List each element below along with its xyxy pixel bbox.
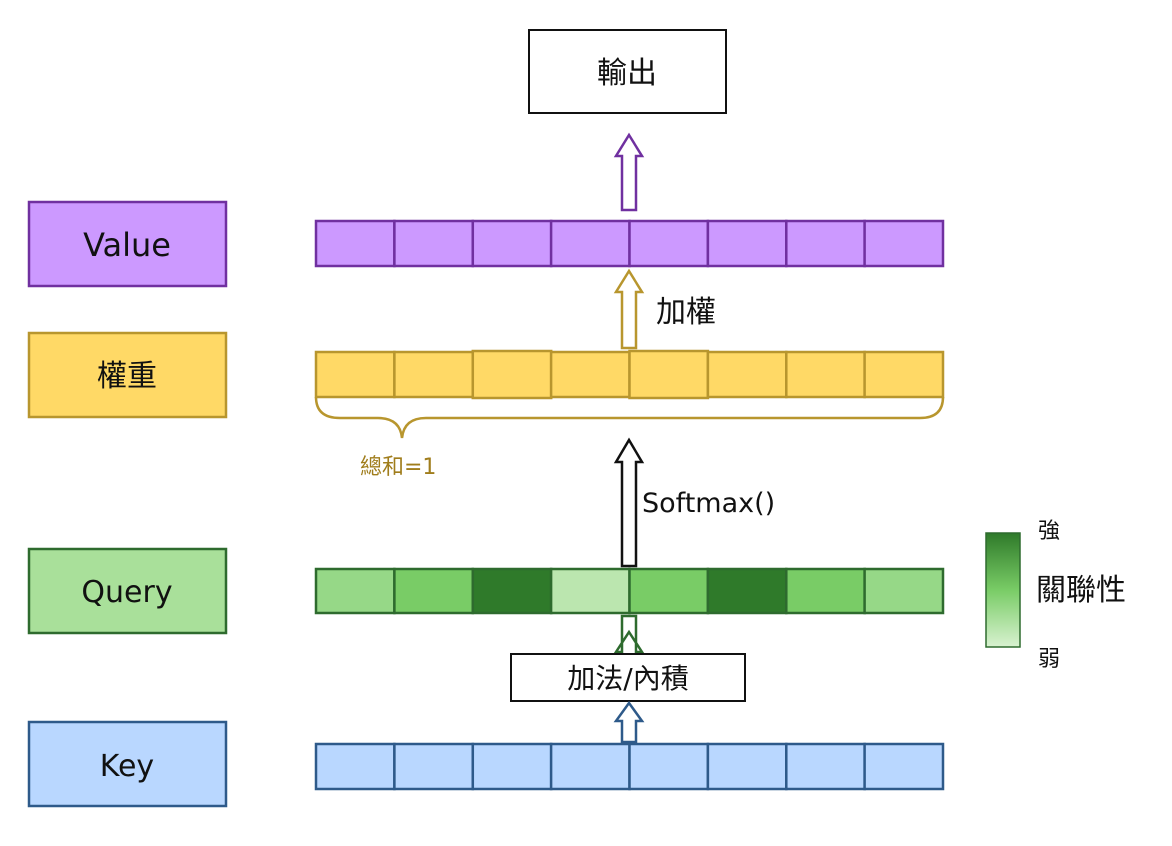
key-cell (393, 742, 475, 791)
output-label: 輸出 (597, 56, 657, 91)
value-label: Value (83, 226, 171, 264)
query-cell (785, 567, 866, 615)
value-cell (393, 219, 475, 268)
weight-vector (314, 349, 945, 400)
key-cell (314, 742, 396, 791)
key-cell (549, 742, 631, 791)
softmax-arrow-icon (613, 437, 645, 568)
query-cell (863, 567, 945, 615)
output-arrow-icon (613, 132, 645, 212)
key-to-combine-arrow-icon (613, 700, 645, 744)
value-cell (706, 219, 788, 268)
weight-cell (314, 350, 396, 399)
key-label-box: Key (27, 720, 228, 808)
query-label: Query (81, 575, 172, 610)
value-cell (314, 219, 396, 268)
query-vector (314, 567, 945, 615)
key-cell (628, 742, 710, 791)
key-cell (863, 742, 945, 791)
weight-cell (549, 350, 631, 399)
key-vector (314, 742, 945, 791)
value-vector (314, 219, 945, 268)
legend-gradient-bar (985, 532, 1021, 648)
weight-label-box: 權重 (27, 331, 228, 419)
weight-cell (863, 350, 945, 399)
combine-to-query-arrow-icon (613, 614, 645, 654)
value-cell (549, 219, 631, 268)
softmax-label: Softmax() (642, 488, 775, 519)
sum-brace (314, 396, 945, 439)
weighting-arrow-icon (613, 268, 645, 350)
output-box: 輸出 (528, 29, 727, 114)
query-label-box: Query (27, 547, 228, 635)
legend-strong-label: 強 (1038, 519, 1060, 544)
query-cell (471, 567, 553, 615)
weight-cell (706, 350, 788, 399)
weight-cell (393, 350, 475, 399)
value-cell (628, 219, 710, 268)
legend-weak-label: 弱 (1038, 647, 1060, 672)
key-cell (706, 742, 788, 791)
query-cell (706, 567, 788, 615)
sum-one-label: 總和=1 (360, 455, 436, 480)
key-cell (785, 742, 866, 791)
value-cell (471, 219, 553, 268)
combine-box: 加法/內積 (510, 653, 746, 702)
legend-title: 關聯性 (1036, 573, 1126, 608)
relevance-legend: 強 關聯性 弱 (985, 519, 1126, 672)
query-cell (549, 567, 631, 615)
query-cell (628, 567, 710, 615)
query-cell (314, 567, 396, 615)
combine-label: 加法/內積 (567, 662, 688, 695)
weight-cell (471, 349, 553, 400)
value-cell (863, 219, 945, 268)
key-label: Key (100, 749, 154, 784)
weight-cell (785, 350, 866, 399)
weight-cell (628, 349, 710, 400)
key-cell (471, 742, 553, 791)
value-cell (785, 219, 866, 268)
weighting-label: 加權 (656, 295, 716, 330)
query-cell (393, 567, 475, 615)
weight-label: 權重 (97, 359, 157, 394)
value-label-box: Value (27, 200, 228, 288)
